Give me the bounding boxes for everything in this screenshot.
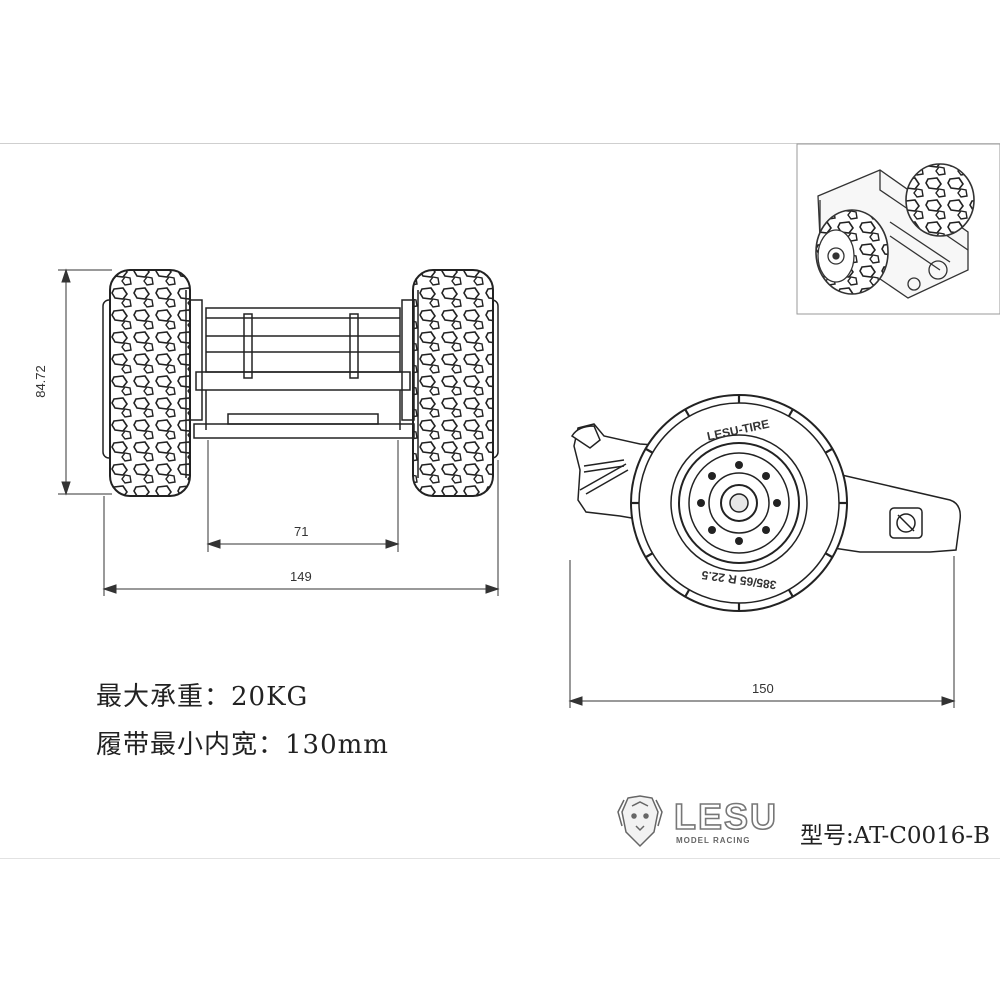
bottom-divider: [0, 858, 1000, 859]
side-length-dimension-label: 150: [752, 681, 774, 696]
outer-width-dimension-label: 149: [290, 569, 312, 584]
height-dimension-label: 84.72: [32, 365, 48, 398]
brand-subtitle: MODEL RACING: [676, 836, 751, 845]
axle-frame-front-view: [189, 299, 415, 439]
brand-logo-text: LESU: [673, 795, 779, 838]
dimension-lines-front: [58, 268, 500, 596]
max-load-spec: 最大承重：20KG: [96, 682, 309, 712]
model-number-label: 型号:AT-C0016-B: [800, 823, 991, 849]
inner-width-dimension-label: 71: [294, 524, 309, 539]
lion-logo: [617, 795, 663, 848]
right-wheel-front-view: [412, 269, 499, 497]
side-view: [570, 394, 962, 612]
left-wheel-front-view: [102, 269, 191, 497]
dimension-lines-side: [568, 556, 956, 708]
min-track-width-spec: 履带最小内宽：130mm: [96, 730, 389, 760]
isometric-inset: [796, 143, 1000, 315]
top-divider: [0, 143, 1000, 144]
